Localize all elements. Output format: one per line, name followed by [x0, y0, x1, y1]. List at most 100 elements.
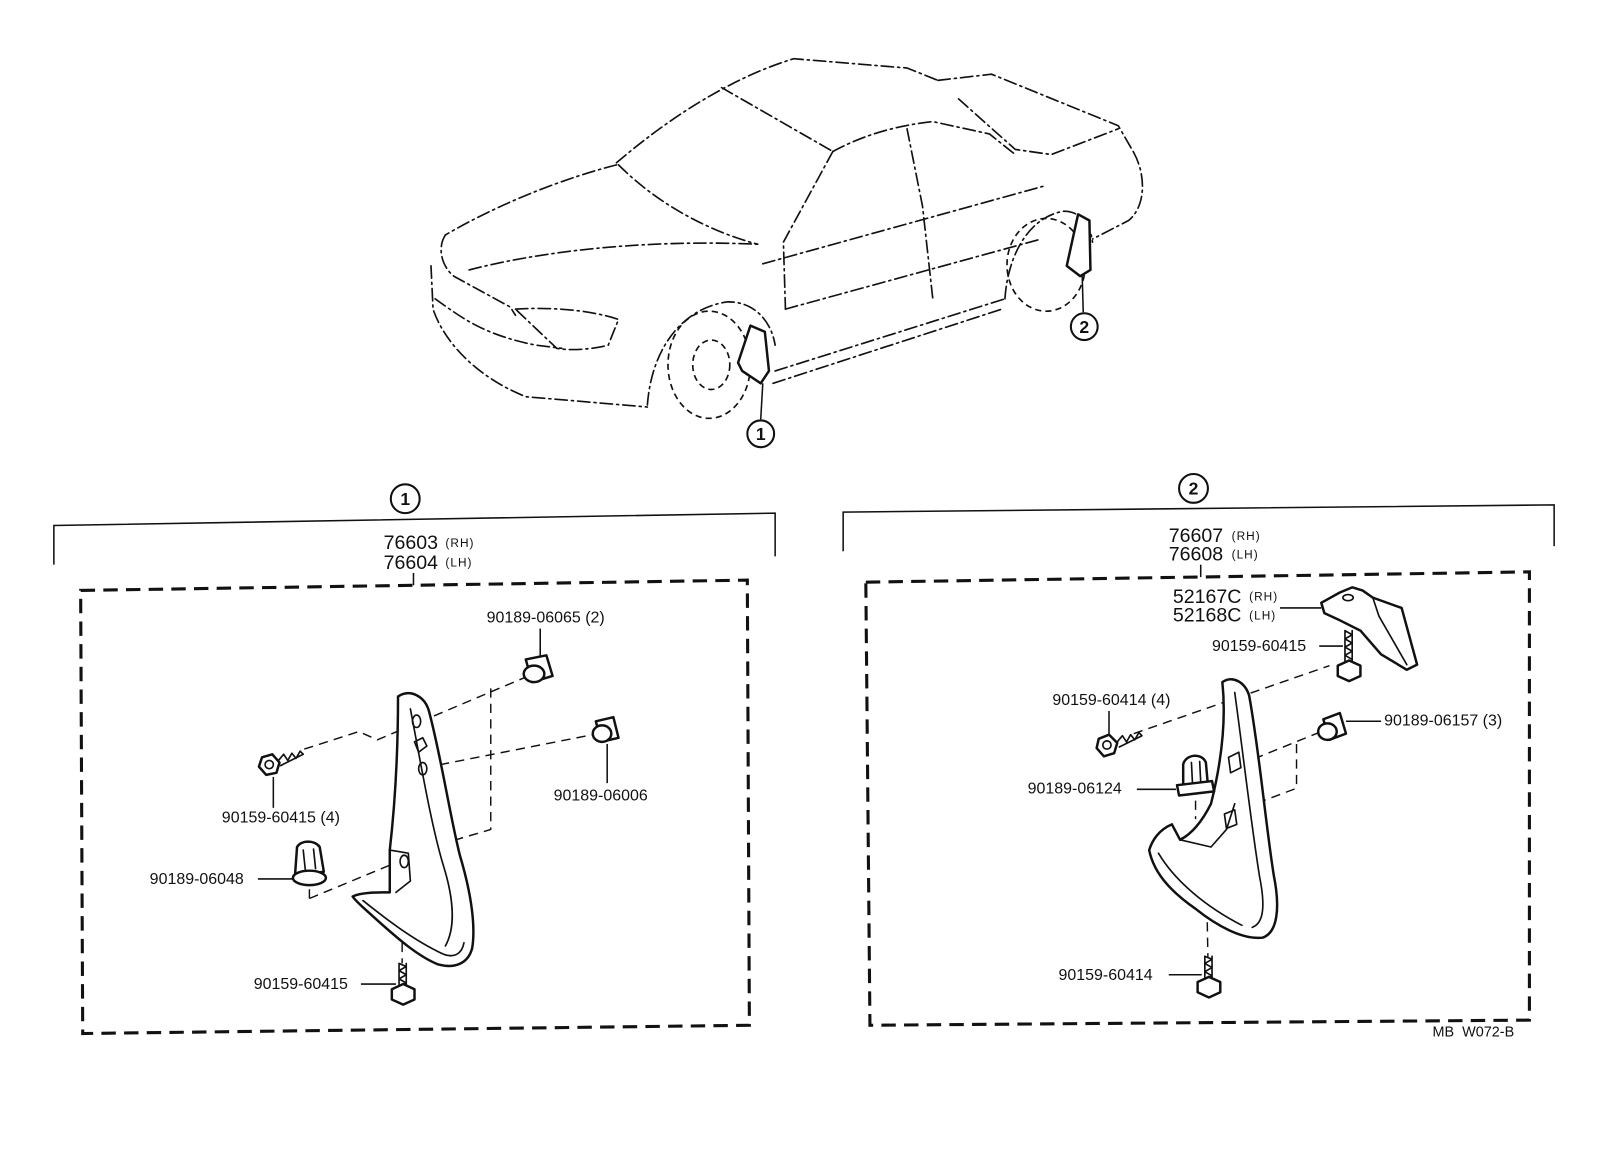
- guide-line: [308, 862, 395, 900]
- flap-hole: [417, 761, 428, 776]
- part-label-screw-90159-60415: 90159-60415: [254, 976, 348, 993]
- car-cowl: [617, 164, 759, 246]
- guide-line: [455, 688, 492, 841]
- front-flap-leader: [759, 383, 764, 420]
- clip-90189-06048: [291, 840, 328, 887]
- part-label-clip-90189-06124: 90189-06124: [1028, 780, 1122, 797]
- front-flap-callout: [746, 419, 776, 449]
- part-label-screw-90159-60415: 90159-60415: [1212, 638, 1306, 655]
- car-rear-window: [957, 98, 1120, 156]
- guide-line: [304, 674, 532, 750]
- bracket-fold: [1371, 596, 1408, 666]
- screw-washer: [1101, 740, 1112, 750]
- car-trunk: [937, 73, 1135, 154]
- flap-slot: [1223, 809, 1238, 830]
- car-belt-line: [784, 238, 1042, 310]
- flap-hole: [399, 854, 410, 869]
- part-label-clip-90189-06048: 90189-06048: [150, 871, 244, 888]
- drawing-code: MB W072-B: [1433, 1025, 1515, 1041]
- section-rear-mud-flap: 2 76607 (RH) 76608 (LH) 52167C (RH) 5216…: [842, 472, 1555, 1027]
- car-rear-end: [1091, 151, 1144, 240]
- assembly-number-lh: 76604: [384, 552, 439, 574]
- bracket-side-rh: (RH): [1249, 590, 1278, 604]
- clip-head: [591, 724, 613, 744]
- rear-mud-flap-rim: [1157, 852, 1243, 927]
- car-a-pillar: [782, 150, 834, 310]
- section-front-mud-flap: 1 76603 (RH) 76604 (LH): [53, 483, 776, 1036]
- screw-hex-head: [1196, 975, 1222, 999]
- assembly-side-lh: (LH): [445, 556, 472, 570]
- screw-90159-60415-bottom: [390, 962, 416, 1006]
- guide-line: [424, 732, 599, 769]
- car-front-wheel-hub: [691, 339, 731, 391]
- screw-hex-head: [390, 982, 416, 1006]
- screw-thread: [1116, 731, 1143, 748]
- clip-head: [1316, 722, 1338, 742]
- section-1-frame: [79, 578, 751, 1036]
- car-roof: [615, 57, 939, 164]
- section-1-marker: [389, 483, 421, 515]
- car-front-bumper: [430, 265, 649, 408]
- part-label-screw-90159-60415-4: 90159-60415 (4): [222, 809, 340, 826]
- section-2-bracket: [842, 504, 1555, 552]
- screw-90159-60414-bottom: [1196, 955, 1222, 999]
- car-b-pillar: [906, 127, 934, 300]
- clip-90189-06065: [522, 654, 554, 684]
- screw-hex-head: [257, 753, 281, 777]
- section-2-marker-number: 2: [1189, 479, 1199, 499]
- rear-flap-leader: [1081, 276, 1085, 313]
- car-hood-crease: [468, 242, 759, 271]
- car-window-top: [832, 120, 1017, 156]
- clip-body: [293, 840, 326, 878]
- screw-washer: [264, 759, 275, 770]
- rear-flap-callout-number: 2: [1079, 317, 1089, 337]
- screw-90159-60415-side: [257, 750, 305, 777]
- part-label-clip-90189-06157-3: 90189-06157 (3): [1384, 712, 1502, 729]
- rear-mud-flap-step: [1179, 802, 1236, 848]
- clip-rib: [302, 848, 317, 871]
- section-1-bracket: [53, 512, 776, 565]
- bracket-number-lh: 52168C: [1173, 604, 1242, 626]
- front-flap-callout-number: 1: [756, 424, 766, 444]
- clip-base: [291, 869, 328, 887]
- car-sill-lower: [772, 308, 1003, 385]
- front-mud-flap: [351, 692, 475, 968]
- clip-90189-06006: [591, 715, 620, 744]
- clip-90189-06157: [1316, 711, 1348, 742]
- rear-flap-callout: [1069, 312, 1099, 342]
- part-label-screw-90159-60414-4: 90159-60414 (4): [1052, 692, 1170, 709]
- front-mud-flap-step: [388, 849, 412, 894]
- car-headlight: [514, 307, 620, 351]
- rear-mud-flap-on-car: [1065, 213, 1092, 278]
- rear-mud-flap-inner-edge: [1233, 691, 1264, 929]
- assembly-side-rh: (RH): [1232, 529, 1261, 543]
- flap-hole: [411, 714, 422, 729]
- car-overview: 1 2: [430, 57, 1144, 449]
- screw-thread: [277, 750, 305, 767]
- car-sill: [774, 297, 1006, 372]
- guide-line: [1133, 664, 1330, 735]
- rear-mud-flap-outline: [1147, 678, 1279, 940]
- rear-mud-flap: [1147, 678, 1279, 940]
- bracket-plate: [1320, 586, 1419, 672]
- clip-head: [522, 664, 546, 684]
- clip-90189-06124: [1175, 754, 1216, 797]
- screw-90159-60414-side: [1095, 731, 1143, 758]
- bracket-side-lh: (LH): [1249, 608, 1276, 622]
- car-side-upper-line: [761, 184, 1047, 265]
- car-grille: [440, 234, 517, 317]
- car-hood: [444, 164, 618, 236]
- assembly-number-rh: 76603: [384, 532, 439, 554]
- section-1-marker-number: 1: [400, 489, 410, 509]
- front-mud-flap-rim: [362, 899, 465, 957]
- part-label-clip-90189-06006: 90189-06006: [554, 788, 648, 805]
- screw-hex-head: [1336, 659, 1362, 683]
- flap-slot: [1227, 751, 1242, 774]
- assembly-number-rh: 76607: [1169, 525, 1223, 547]
- front-mud-flap-inner-edge: [409, 708, 453, 947]
- bracket-hole: [1342, 593, 1355, 602]
- car-bumper-line: [434, 297, 563, 350]
- bracket-number-rh: 52167C: [1173, 586, 1242, 608]
- front-mud-flap-on-car: [736, 324, 771, 385]
- assembly-side-lh: (LH): [1232, 547, 1259, 561]
